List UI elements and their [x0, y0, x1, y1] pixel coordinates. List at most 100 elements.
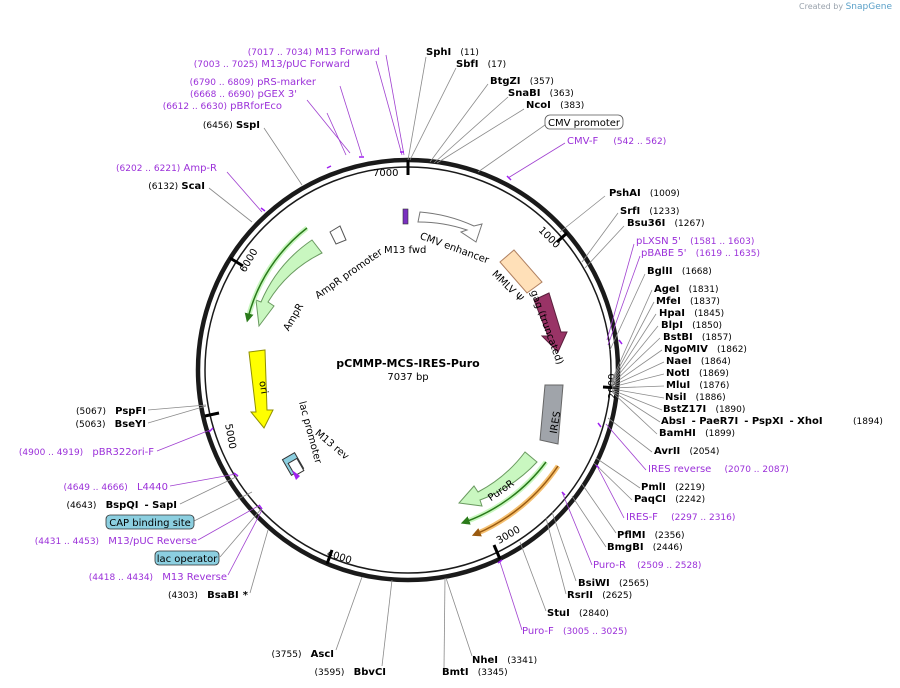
tick-mark-3000: [492, 544, 502, 560]
label-ncoi[interactable]: NcoI (383): [526, 100, 584, 111]
label-ires-reverse[interactable]: IRES reverse (2070 .. 2087): [648, 464, 789, 475]
feature-gag-truncated-arrow[interactable]: [533, 292, 568, 353]
label-avrii[interactable]: AvrII (2054): [654, 446, 719, 457]
label-blpi[interactable]: BlpI (1850): [661, 320, 722, 331]
label-absi-group[interactable]: AbsI- PaeR7I- PspXI- XhoI: [661, 416, 823, 427]
label-amp-r[interactable]: (6202 .. 6221) Amp-R: [116, 163, 217, 174]
tick-label-6000: 6000: [238, 247, 260, 275]
label-bsabi[interactable]: (4303) BsaBI*: [168, 590, 249, 601]
label-sspi[interactable]: (6456) SspI: [203, 120, 260, 131]
tick-label-2000: 2000: [607, 374, 618, 399]
label-ires-f[interactable]: IRES-F (2297 .. 2316): [626, 512, 735, 523]
label-pflmi[interactable]: PflMI (2356): [617, 530, 685, 541]
label-pshai[interactable]: PshAI (1009): [609, 188, 680, 199]
label-mlui[interactable]: MluI (1876): [666, 380, 729, 391]
label-bsu36i[interactable]: Bsu36I (1267): [627, 218, 704, 229]
marker-ires-f: [595, 464, 600, 469]
ampr-orf-arrow: [244, 227, 308, 323]
leader-blpi: [611, 325, 659, 384]
feature-ampr-promoter-block[interactable]: [329, 225, 347, 245]
label-bmti[interactable]: BmtI (3345): [442, 667, 508, 678]
label-pbrforeco[interactable]: (6612 .. 6630) pBRforEco: [163, 101, 282, 112]
label-pbabe[interactable]: pBABE 5' (1619 .. 1635): [641, 248, 760, 259]
leader-puro-r: [561, 491, 593, 566]
leader-bsabi: [249, 529, 269, 594]
label-snabi[interactable]: SnaBI (363): [508, 88, 574, 99]
primer-markers: [208, 151, 623, 564]
feature-ires[interactable]: [539, 384, 564, 445]
label-bstbi[interactable]: BstBI (1857): [663, 332, 732, 343]
label-m13-forward[interactable]: (7017 .. 7034) M13 Forward: [248, 47, 380, 58]
label-stui[interactable]: StuI (2840): [547, 608, 609, 619]
lac-operator-box[interactable]: [154, 550, 220, 566]
label-paqci[interactable]: PaqCI (2242): [634, 494, 705, 505]
orange-orf-arrow: [471, 465, 559, 537]
label-bsiwi[interactable]: BsiWI (2565): [578, 578, 649, 589]
label-bbvci[interactable]: (3595) BbvCI: [315, 667, 386, 678]
label-bmgbi[interactable]: BmgBI (2446): [607, 542, 683, 553]
label-pspfi[interactable]: (5067) PspFI: [76, 406, 146, 417]
tick-mark-1000: [555, 231, 569, 244]
label-cmv-f[interactable]: CMV-F (542 .. 562): [567, 136, 666, 147]
label-m13-reverse[interactable]: (4418 .. 4434) M13 Reverse: [89, 572, 227, 583]
label-l4440[interactable]: (4649 .. 4666) L4440: [64, 482, 169, 493]
label-bseyi[interactable]: (5063) BseYI: [76, 419, 146, 430]
label-naei[interactable]: NaeI (1864): [666, 356, 731, 367]
leader-avrii: [607, 417, 653, 453]
feature-ampr-promoter-label: AmpR promoter: [313, 246, 385, 301]
label-m13-puc-reverse[interactable]: (4431 .. 4453) M13/pUC Reverse: [35, 536, 197, 547]
puror-orf-arrow: [460, 461, 547, 525]
label-btgzi[interactable]: BtgZI (357): [490, 76, 554, 87]
leader-snabi: [433, 96, 509, 164]
leader-cap-binding-site: [193, 491, 253, 522]
label-bstz17i[interactable]: BstZ17I (1890): [663, 404, 745, 415]
label-pbr322ori-f[interactable]: (4900 .. 4919) pBR322ori-F: [19, 447, 154, 458]
label-puro-f[interactable]: Puro-F (3005 .. 3025): [522, 626, 627, 637]
feature-ori-arrow[interactable]: [248, 349, 274, 429]
label-puro-r[interactable]: Puro-R (2509 .. 2528): [593, 560, 701, 571]
label-bglii[interactable]: BglII (1668): [647, 266, 712, 277]
feature-ampr-arrow[interactable]: [255, 239, 323, 328]
feature-m13-fwd-marker[interactable]: [402, 208, 409, 225]
cmv-promoter-box[interactable]: [544, 114, 624, 130]
label-pgex3[interactable]: (6668 .. 6690) pGEX 3': [190, 89, 297, 100]
label-prs-marker[interactable]: (6790 .. 6809) pRS-marker: [190, 77, 317, 88]
label-sphi[interactable]: SphI (11): [426, 47, 479, 58]
leader-cmv-promoter: [477, 124, 546, 173]
label-rsrii[interactable]: RsrII (2625): [567, 590, 632, 601]
label-cmv-promoter: CMV promoter: [548, 118, 621, 129]
feature-cmv-enhancer-arrow[interactable]: [417, 211, 483, 243]
label-nhei[interactable]: NheI (3341): [472, 655, 537, 666]
label-pmli[interactable]: PmlI (2219): [641, 482, 705, 493]
cap-binding-site-box[interactable]: [105, 514, 195, 530]
leader-bsu36i: [584, 225, 625, 269]
label-noti[interactable]: NotI (1869): [666, 368, 729, 379]
leader-m13-forward: [385, 54, 405, 156]
feature-puror-arrow[interactable]: [458, 451, 538, 507]
feature-lac-promoter-block[interactable]: [287, 457, 305, 477]
leader-m13-puc-forward: [375, 60, 403, 156]
label-mfei[interactable]: MfeI (1837): [656, 296, 720, 307]
label-nsii[interactable]: NsiI (1886): [665, 392, 726, 403]
leader-m13-puc-reverse: [197, 504, 261, 541]
marker-m13-reverse: [258, 504, 263, 510]
feature-m13-rev-marker[interactable]: [292, 470, 300, 480]
label-bspqi[interactable]: (4643) BspQI- SapI: [66, 500, 177, 511]
leader-l4440: [169, 473, 237, 487]
tick-label-7000: 7000: [373, 168, 398, 179]
label-agei[interactable]: AgeI (1831): [654, 284, 719, 295]
leader-pbr322ori-f: [156, 429, 211, 452]
label-ngomiv[interactable]: NgoMIV (1862): [664, 344, 747, 355]
label-srfi[interactable]: SrfI (1233): [620, 206, 679, 217]
feature-mmlv-psi[interactable]: [499, 249, 543, 294]
label-asci[interactable]: (3755) AscI: [272, 649, 334, 660]
label-hpai[interactable]: HpaI (1845): [659, 308, 724, 319]
label-sbfi[interactable]: SbfI (17): [456, 59, 506, 70]
label-m13-puc-forward[interactable]: (7003 .. 7025) M13/pUC Forward: [194, 59, 350, 70]
label-plxsn[interactable]: pLXSN 5' (1581 .. 1603): [636, 236, 754, 247]
label-bamhi[interactable]: BamHI (1899): [659, 428, 735, 439]
leader-ires-reverse: [605, 423, 647, 471]
plasmid-size: 7037 bp: [387, 372, 428, 383]
label-scai[interactable]: (6132) ScaI: [148, 181, 205, 192]
